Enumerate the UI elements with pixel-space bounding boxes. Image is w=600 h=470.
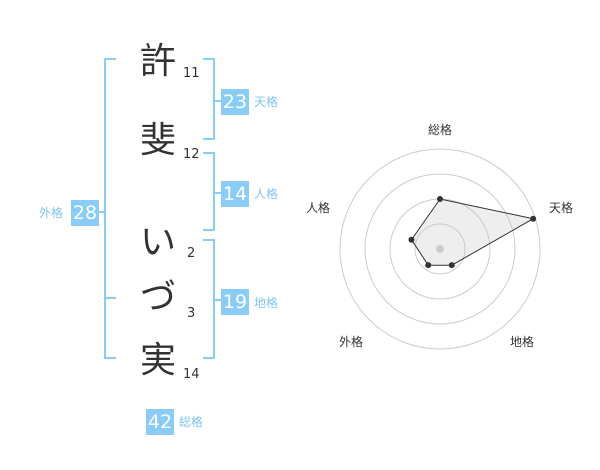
radar-label-tenkaku: 天格 [549, 201, 574, 215]
radar-point-4 [425, 262, 432, 269]
chikaku-label: 地格 [254, 296, 279, 310]
radar-label-jinkaku: 人格 [306, 201, 331, 215]
name-char-2: 斐 [139, 120, 176, 161]
tenkaku-value-badge: 23 [221, 89, 249, 115]
stroke-count-2: 12 [183, 147, 200, 162]
stroke-count-5: 14 [183, 367, 200, 382]
radar-point-2 [530, 215, 537, 222]
chikaku-value-badge: 19 [221, 289, 249, 315]
radar-area [410, 198, 535, 266]
gaikaku-label: 外格 [39, 206, 64, 220]
name-char-4: づ [139, 277, 176, 318]
soukaku-value-badge: 42 [146, 409, 174, 435]
radar-grid [339, 148, 541, 350]
radar-points [408, 196, 537, 269]
name-char-3: い [139, 222, 176, 263]
radar-point-3 [448, 262, 455, 269]
name-char-1: 許 [139, 41, 176, 82]
jinkaku-bracket [203, 152, 222, 231]
radar-point-5 [408, 236, 415, 243]
radar-label-gaikaku: 外格 [339, 335, 364, 349]
radar-point-1 [437, 196, 443, 202]
jinkaku-label: 人格 [254, 187, 279, 201]
stroke-count-4: 3 [187, 306, 196, 321]
jinkaku-value-badge: 14 [221, 181, 249, 207]
radar-label-chikaku: 地格 [510, 335, 535, 349]
tenkaku-label: 天格 [254, 95, 279, 109]
soukaku-label: 総格 [179, 415, 204, 429]
radar-label-soukaku: 総格 [428, 123, 453, 137]
tenkaku-bracket [203, 58, 222, 140]
gaikaku-value-badge: 28 [71, 200, 99, 226]
name-char-5: 実 [139, 340, 176, 381]
chikaku-bracket [203, 239, 222, 359]
stroke-count-1: 11 [183, 66, 200, 81]
gaikaku-bracket [97, 58, 116, 359]
stroke-count-3: 2 [187, 246, 196, 261]
